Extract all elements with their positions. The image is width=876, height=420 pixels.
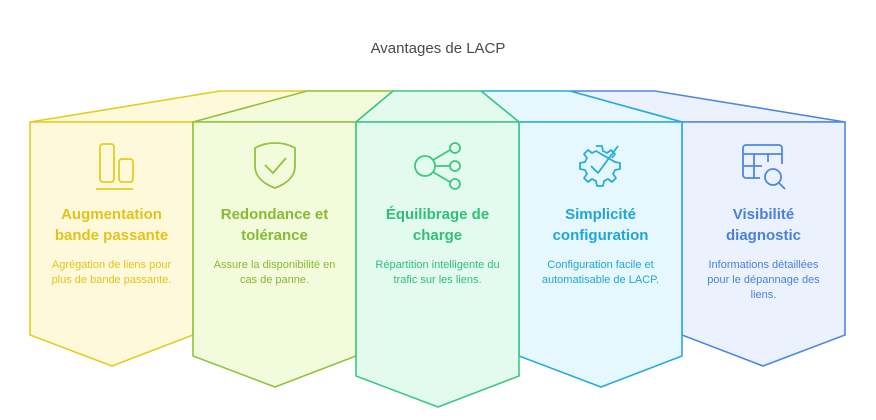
card-bandwidth: Augmentation bande passante Agrégation d… xyxy=(30,140,193,288)
card-load-balancing: Équilibrage de charge Répartition intell… xyxy=(356,140,519,288)
diagram-title: Avantages de LACP xyxy=(370,40,506,57)
card-redundancy: Redondance et tolérance Assure la dispon… xyxy=(193,140,356,288)
bar-chart-icon xyxy=(30,140,193,196)
card-title: Augmentation bande passante xyxy=(54,206,169,244)
card-diagnostics: Visibilité diagnostic Informations détai… xyxy=(682,140,845,303)
card-configuration: Simplicité configuration Configuration f… xyxy=(519,140,682,288)
card-title: Équilibrage de charge xyxy=(385,206,490,244)
card-description: Agrégation de liens pour plus de bande p… xyxy=(51,259,172,286)
card-description: Informations détaillées pour le dépannag… xyxy=(707,259,820,301)
card-title: Visibilité diagnostic xyxy=(725,206,801,244)
card-description: Configuration facile et automatisable de… xyxy=(541,259,660,286)
card-description: Assure la disponibilité en cas de panne. xyxy=(213,259,336,286)
card-title: Redondance et tolérance xyxy=(220,206,329,244)
card-title: Simplicité configuration xyxy=(552,206,649,244)
card-3-body xyxy=(355,121,520,408)
shield-check-icon xyxy=(193,140,356,196)
share-nodes-icon xyxy=(356,140,519,196)
card-2-body xyxy=(192,121,357,388)
table-search-icon xyxy=(682,140,845,196)
gear-check-icon xyxy=(519,140,682,196)
card-description: Répartition intelligente du trafic sur l… xyxy=(375,259,500,286)
card-1-body xyxy=(29,121,194,367)
